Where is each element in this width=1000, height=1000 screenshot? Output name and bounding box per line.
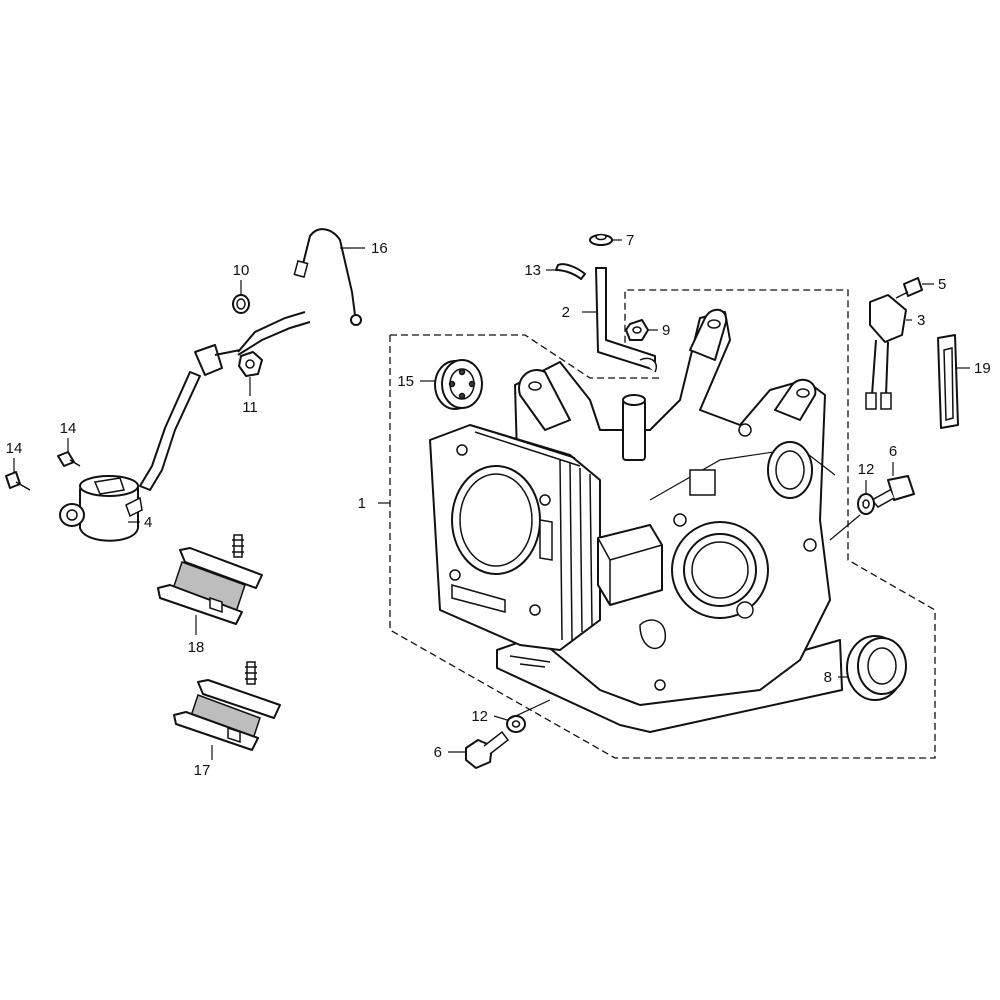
part-8-oil-seal (846, 635, 907, 701)
leader-lines (13, 239, 970, 760)
part-19-gauge (937, 334, 959, 429)
crankcase-cylinder-block (429, 308, 843, 733)
part-14-screw-b (5, 471, 31, 491)
callouts: 1 2 3 4 5 6 6 7 8 9 10 11 12 12 13 14 14… (6, 232, 991, 779)
part-14-screw-a (57, 451, 81, 467)
part-4-cup (59, 475, 143, 542)
callout-19: 19 (974, 360, 991, 377)
wire-harness (139, 311, 311, 491)
callout-12-right: 12 (858, 461, 875, 478)
callout-17: 17 (194, 762, 211, 779)
part-3-oil-sensor (865, 294, 907, 410)
callout-3: 3 (917, 312, 925, 329)
callout-6-right: 6 (889, 443, 897, 460)
callout-6-bottom: 6 (434, 744, 442, 761)
callout-15: 15 (397, 373, 414, 390)
callout-7: 7 (626, 232, 634, 249)
part-18-mount (157, 534, 263, 625)
callout-4: 4 (144, 514, 152, 531)
assembly-boundary (389, 289, 936, 759)
callout-13: 13 (524, 262, 541, 279)
part-11-grommet (238, 351, 263, 377)
callout-5: 5 (938, 276, 946, 293)
part-10-oring (232, 294, 250, 314)
callout-14-b: 14 (6, 440, 23, 457)
callout-12-bottom: 12 (471, 708, 488, 725)
part-2-breather-pipe (595, 267, 657, 373)
callout-10: 10 (233, 262, 250, 279)
part-12-washer-right (857, 493, 875, 515)
callout-18: 18 (188, 639, 205, 656)
part-6-bolt-bottom (465, 730, 510, 769)
callout-2: 2 (562, 304, 570, 321)
callout-14-a: 14 (60, 420, 77, 437)
callout-11: 11 (242, 399, 258, 416)
callout-1: 1 (358, 495, 366, 512)
part-7-cap (589, 233, 613, 246)
part-17-mount (173, 661, 281, 751)
callout-16: 16 (371, 240, 388, 257)
part-9-nut (625, 319, 649, 341)
part-5-screw (895, 277, 923, 299)
callout-8: 8 (824, 669, 832, 686)
part-15-bearing (434, 359, 483, 410)
part-6-bolt-right (870, 475, 915, 508)
callout-9: 9 (662, 322, 670, 339)
part-16-wire (293, 228, 362, 326)
part-13-clip (555, 263, 586, 280)
